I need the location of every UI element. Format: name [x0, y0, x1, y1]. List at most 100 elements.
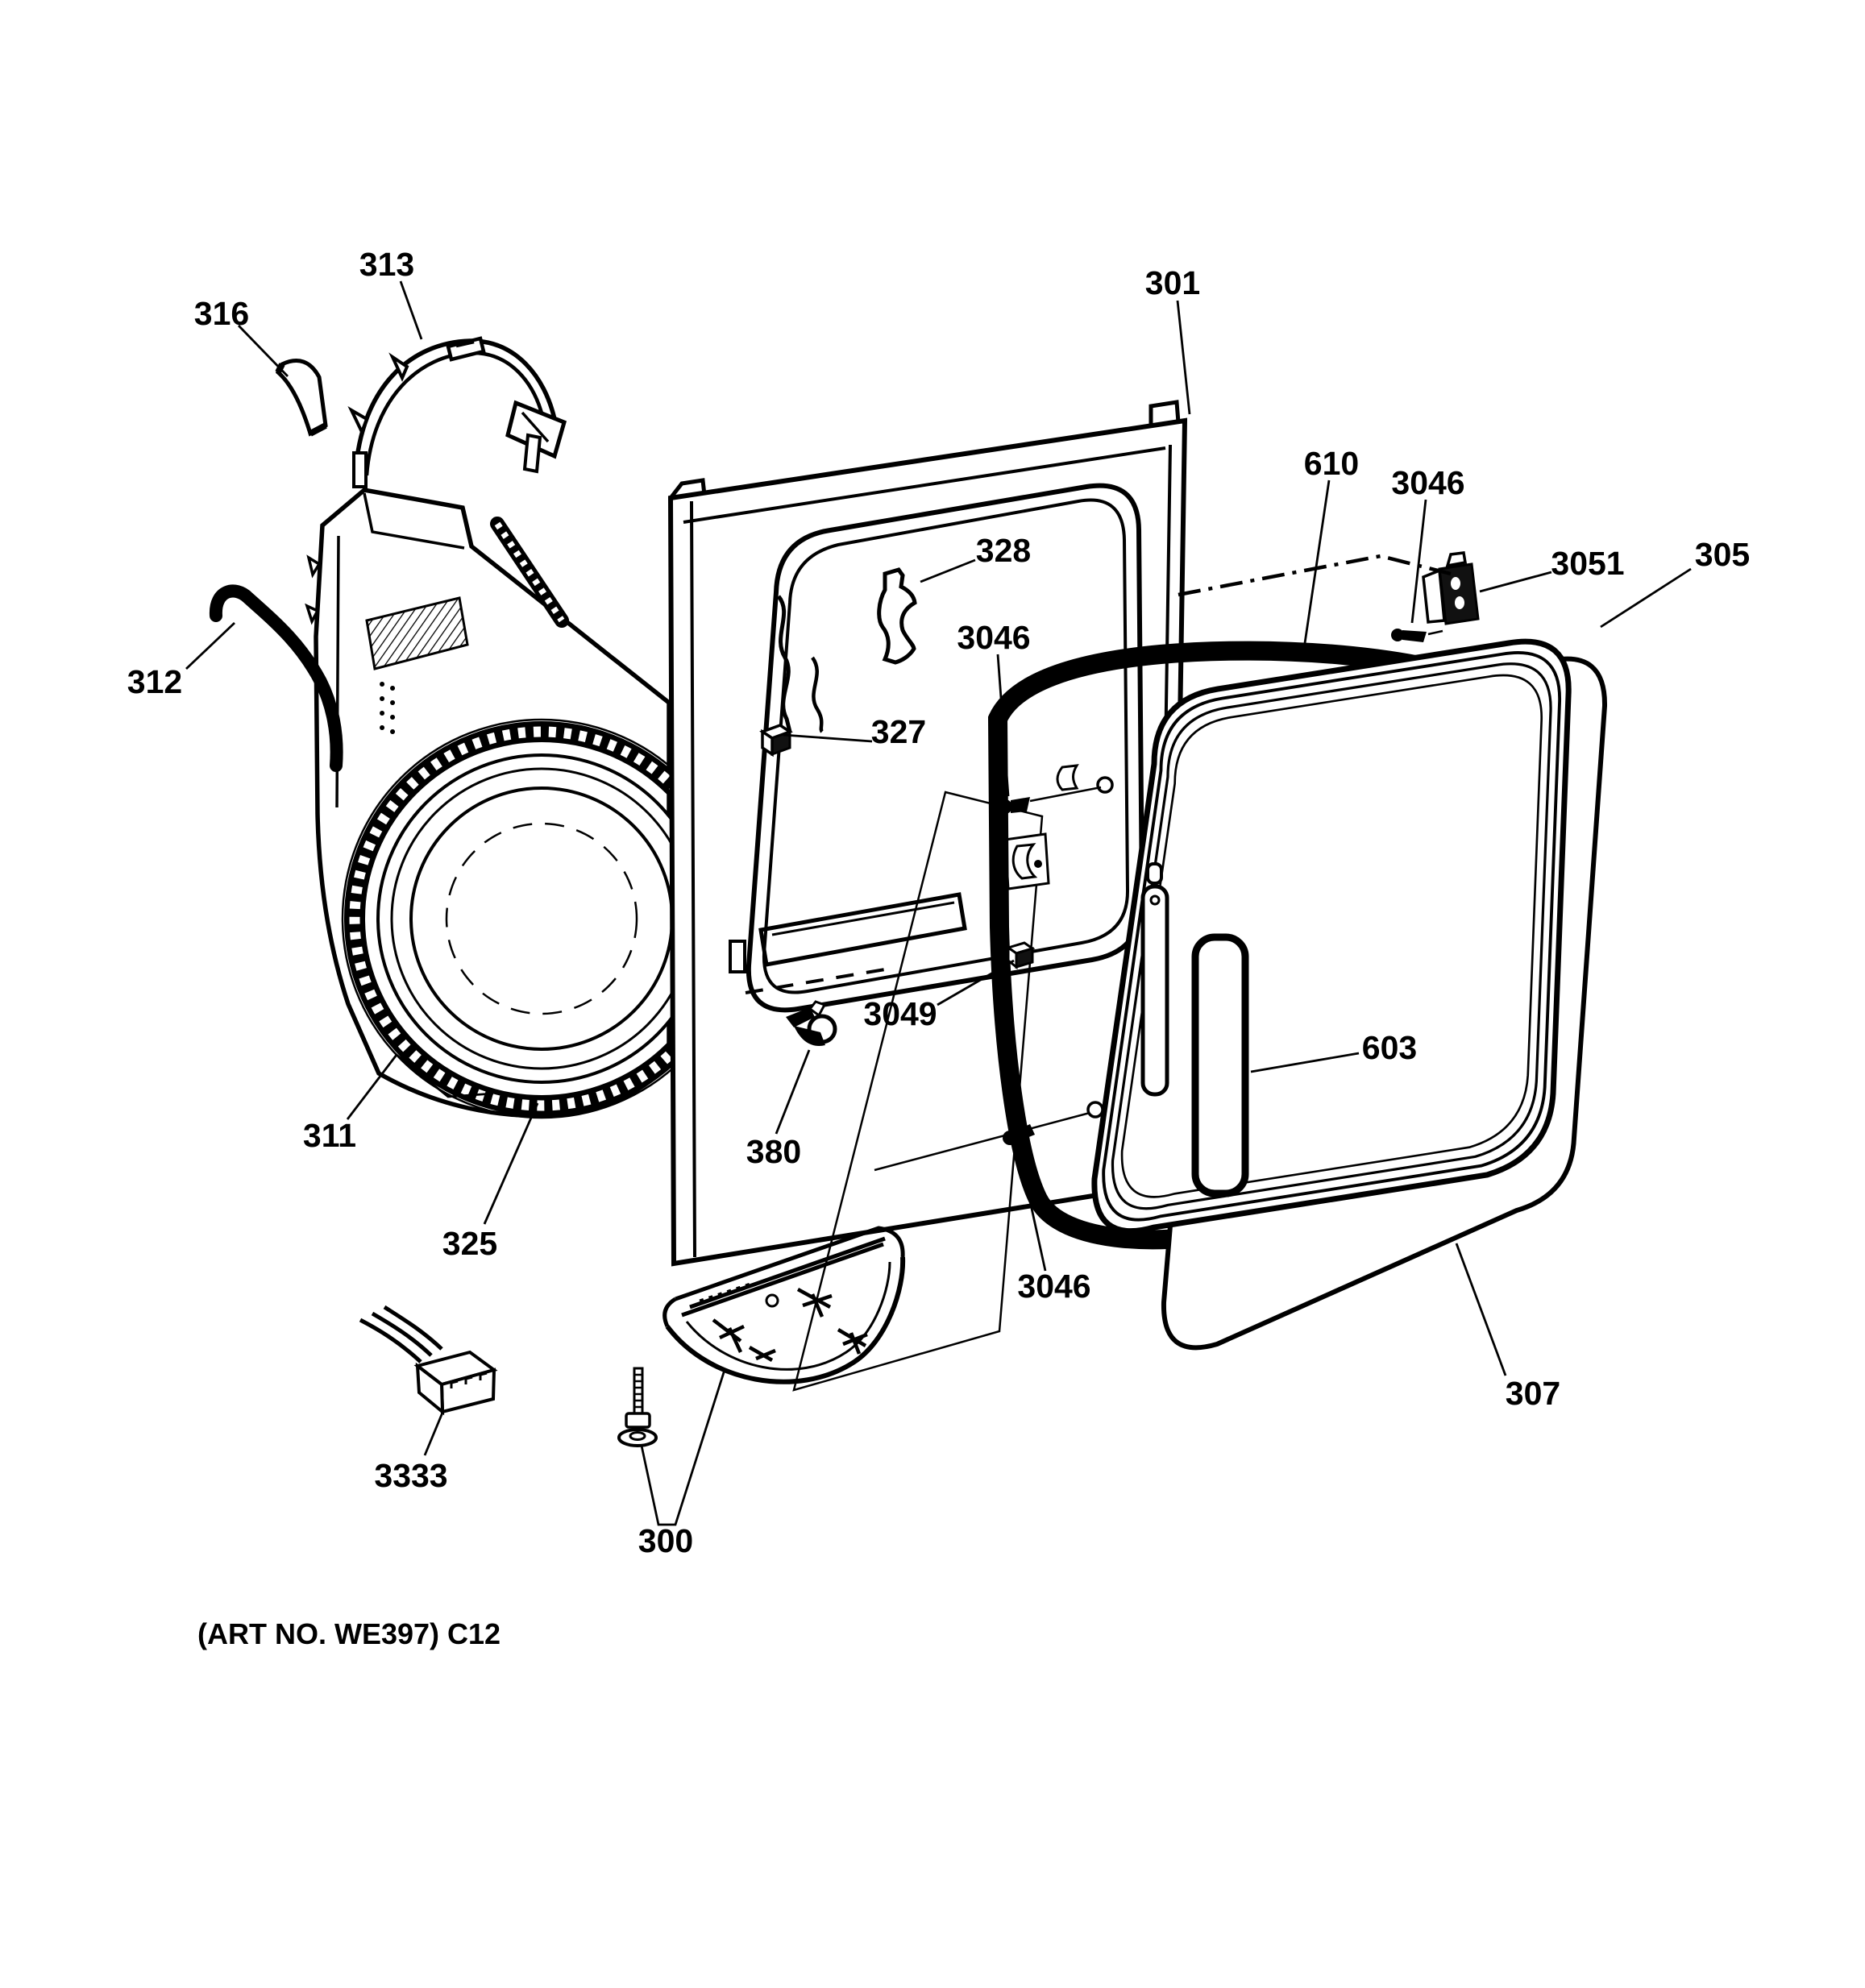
arch-tab-2: [388, 352, 409, 382]
leader-316: [237, 325, 289, 377]
part-label-3049: 3049: [863, 995, 937, 1032]
felt-position-squiggle-1: [776, 595, 792, 733]
lint-slot: [758, 892, 967, 967]
grommet-wing: [786, 1007, 815, 1027]
grille-button: [765, 1293, 779, 1308]
panel-top-right-notch: [1148, 400, 1181, 427]
hinge-top-tab: [1445, 551, 1468, 568]
part-label-3333: 3333: [374, 1457, 447, 1494]
duct-felt-strip-texture: [494, 521, 565, 623]
screw-head: [1003, 1131, 1017, 1145]
part-label-380: 380: [746, 1133, 801, 1170]
hinge-hole-2: [1455, 596, 1464, 609]
door-opening-outer: [746, 483, 1145, 1013]
grille-tray-inner: [685, 1261, 891, 1371]
leader-307: [1455, 1243, 1507, 1376]
leader-380: [775, 1049, 811, 1135]
screw-head: [1391, 629, 1404, 641]
part-label-325: 325: [442, 1225, 497, 1262]
leader-312: [185, 621, 235, 670]
panel-top-left-notch: [669, 478, 707, 500]
drum-opening-detail-ring: [445, 822, 638, 1015]
leader-603: [1250, 1052, 1360, 1073]
leader-3051: [1479, 571, 1552, 593]
felt-316-strip: [275, 359, 328, 437]
part-label-3046-bottom: 3046: [1017, 1268, 1090, 1305]
arch-leg-left: [352, 451, 368, 488]
felt-position-squiggle-2: [811, 656, 824, 733]
part-label-328: 328: [976, 532, 1031, 569]
front-panel-301: [667, 400, 1188, 1267]
arch-top-notch: [446, 336, 486, 362]
part-label-3051: 3051: [1551, 545, 1624, 582]
screw-pilot-line: [1427, 629, 1443, 636]
screw-head: [998, 799, 1012, 814]
door-catch-pin: [1034, 860, 1042, 868]
part-label-300: 300: [638, 1522, 693, 1559]
leader-lines: [185, 280, 1692, 1526]
screw-guide-line: [1029, 786, 1102, 803]
part-label-313: 313: [359, 246, 414, 283]
grille-bowl: [665, 1256, 906, 1384]
door-opening-inner: [762, 498, 1130, 994]
screw-3046-mid: [998, 786, 1102, 814]
wire-harness-3333: [359, 1305, 498, 1416]
leader-301: [1176, 300, 1191, 415]
hinge-body: [1438, 562, 1480, 625]
grille-rim-outer: [663, 1226, 905, 1328]
door-keeper-hook: [1056, 764, 1079, 791]
door-catch-hook: [1011, 843, 1038, 880]
detail-plane: [792, 791, 1050, 1392]
hinge-hole-1: [1451, 577, 1460, 590]
leader-328: [920, 558, 976, 583]
screw-shaft: [1014, 1124, 1035, 1142]
part-label-311: 311: [303, 1117, 356, 1154]
leader-300: [640, 1369, 726, 1526]
duct-felt-hatch-band: [365, 596, 469, 670]
lint-slot-inner-line: [771, 901, 955, 936]
leader-3046-top: [1410, 499, 1427, 624]
arch-leg-right: [522, 433, 542, 474]
leader-311: [346, 1053, 494, 1120]
part-label-3046-mid: 3046: [957, 619, 1030, 656]
door-hinge-hole-top: [1096, 776, 1114, 794]
part-label-305: 305: [1695, 536, 1750, 573]
mounting-bolt-300: [617, 1367, 658, 1447]
arch-foot-line: [521, 411, 550, 443]
spot-welds: [380, 682, 396, 734]
bolt-threads: [634, 1373, 642, 1409]
panel-side-hole: [729, 940, 746, 973]
connector-side: [415, 1362, 445, 1416]
clip-3049: [1005, 941, 1036, 970]
grille-rim-inner: [681, 1236, 886, 1318]
leader-3046-mid: [996, 654, 1010, 797]
lint-grille-300: [663, 1226, 906, 1384]
inner-door-rim-lines: [1102, 651, 1561, 1222]
screw-3046-bottom: [874, 1111, 1090, 1172]
hinge-3051: [1422, 551, 1480, 625]
part-label-603: 603: [1362, 1029, 1417, 1066]
part-labels: 313 316 312 301 610 3046 3051 305 328 30…: [127, 246, 1750, 1559]
grommet-shadow: [794, 1026, 825, 1046]
lint-tufts: [712, 1288, 868, 1362]
door-handle-603: [1191, 933, 1249, 1197]
leader-325: [483, 1102, 539, 1225]
panel-crease-dashes: [745, 968, 886, 994]
door-trim-strip: [1140, 884, 1169, 1097]
felt-seal-316: [275, 359, 328, 437]
leader-313: [399, 280, 423, 340]
part-label-316: 316: [194, 295, 249, 332]
clip-327-side: [761, 728, 774, 757]
arch-outer: [353, 338, 557, 475]
leader-3333: [423, 1412, 444, 1456]
arch-tab-1: [347, 406, 369, 437]
bolt-nut: [625, 1412, 651, 1429]
part-label-312: 312: [127, 663, 182, 700]
leader-610: [1303, 479, 1331, 644]
part-label-3046-top: 3046: [1391, 464, 1464, 501]
leader-305: [1600, 567, 1692, 629]
grommet-380: [786, 1000, 837, 1046]
leader-327: [783, 733, 873, 743]
